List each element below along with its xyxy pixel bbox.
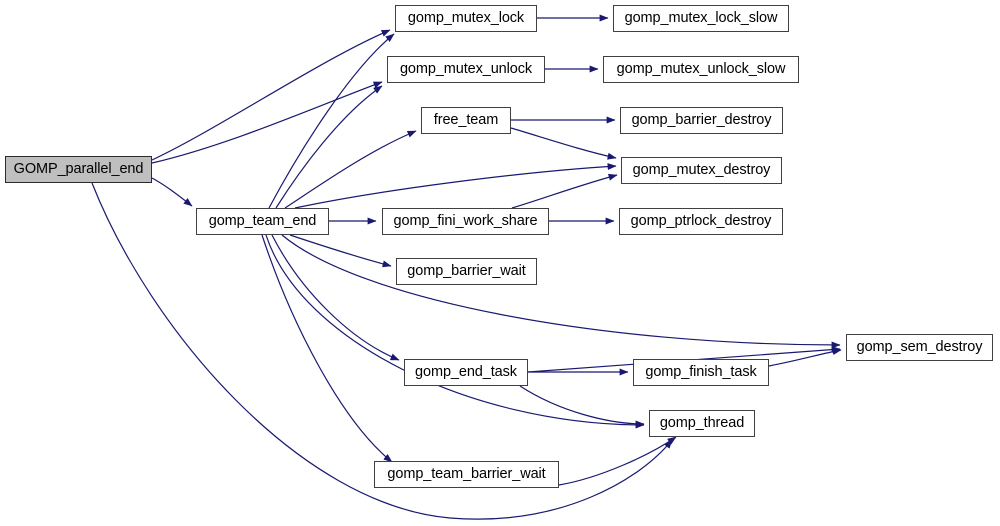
graph-node-label: gomp_ptrlock_destroy (630, 213, 772, 230)
graph-node-gomp_fini_work_share[interactable]: gomp_fini_work_share (382, 208, 549, 235)
graph-edge-gomp_team_end-to-free_team (284, 130, 417, 209)
graph-node-gomp_parallel_end[interactable]: GOMP_parallel_end (5, 156, 152, 183)
graph-node-gomp_thread[interactable]: gomp_thread (649, 410, 755, 437)
graph-node-label: gomp_mutex_lock (407, 10, 525, 27)
graph-edge-gomp_team_end-to-gomp_mutex_destroy (294, 163, 617, 209)
graph-edge-gomp_team_end-to-gomp_mutex_unlock (275, 85, 383, 209)
graph-edge-gomp_parallel_end-to-gomp_mutex_lock (151, 29, 391, 161)
graph-edge-gomp_team_end-to-gomp_mutex_lock (268, 33, 395, 209)
graph-node-free_team[interactable]: free_team (421, 107, 511, 134)
graph-node-gomp_mutex_unlock_slow[interactable]: gomp_mutex_unlock_slow (603, 56, 799, 83)
graph-node-gomp_barrier_destroy[interactable]: gomp_barrier_destroy (620, 107, 783, 134)
graph-node-label: gomp_mutex_destroy (632, 162, 771, 179)
graph-node-label: gomp_mutex_lock_slow (624, 10, 778, 27)
graph-node-gomp_team_end[interactable]: gomp_team_end (196, 208, 329, 235)
graph-edge-gomp_team_barrier_wait-to-gomp_thread (558, 436, 677, 486)
graph-node-label: gomp_barrier_destroy (631, 112, 772, 129)
graph-edge-gomp_parallel_end-to-gomp_thread (91, 182, 673, 520)
graph-node-gomp_finish_task[interactable]: gomp_finish_task (633, 359, 769, 386)
graph-node-label: free_team (433, 112, 499, 129)
graph-edge-gomp_team_end-to-gomp_sem_destroy (281, 234, 841, 349)
graph-edge-gomp_team_end-to-gomp_end_task (271, 234, 400, 361)
graph-edge-gomp_fini_work_share-to-gomp_mutex_destroy (511, 173, 618, 209)
graph-node-label: gomp_finish_task (645, 364, 757, 381)
graph-node-label: gomp_thread (659, 415, 745, 432)
graph-edge-free_team-to-gomp_mutex_destroy (510, 127, 617, 160)
graph-edge-gomp_end_task-to-gomp_thread (519, 385, 645, 428)
graph-edge-gomp_parallel_end-to-gomp_mutex_unlock (151, 81, 383, 164)
graph-edge-gomp_team_end-to-gomp_thread (265, 234, 645, 429)
graph-node-label: gomp_mutex_unlock (399, 61, 533, 78)
graph-node-label: gomp_team_end (208, 213, 317, 230)
graph-node-label: gomp_mutex_unlock_slow (616, 61, 786, 78)
graph-node-gomp_ptrlock_destroy[interactable]: gomp_ptrlock_destroy (619, 208, 783, 235)
graph-node-label: gomp_barrier_wait (407, 263, 526, 280)
graph-edges (91, 14, 842, 520)
graph-node-label: GOMP_parallel_end (13, 161, 144, 178)
graph-node-label: gomp_sem_destroy (856, 339, 983, 356)
graph-node-gomp_mutex_lock_slow[interactable]: gomp_mutex_lock_slow (613, 5, 789, 32)
graph-node-label: gomp_team_barrier_wait (387, 466, 546, 483)
graph-node-gomp_team_barrier_wait[interactable]: gomp_team_barrier_wait (374, 461, 559, 488)
graph-node-gomp_mutex_lock[interactable]: gomp_mutex_lock (395, 5, 537, 32)
graph-node-gomp_end_task[interactable]: gomp_end_task (404, 359, 528, 386)
graph-node-gomp_mutex_unlock[interactable]: gomp_mutex_unlock (387, 56, 545, 83)
graph-node-gomp_sem_destroy[interactable]: gomp_sem_destroy (846, 334, 993, 361)
graph-edge-gomp_finish_task-to-gomp_sem_destroy (768, 348, 842, 367)
graph-node-label: gomp_fini_work_share (393, 213, 538, 230)
graph-edge-gomp_parallel_end-to-gomp_team_end (151, 177, 193, 207)
graph-node-gomp_barrier_wait[interactable]: gomp_barrier_wait (396, 258, 537, 285)
graph-edge-gomp_team_end-to-gomp_barrier_wait (289, 234, 392, 268)
graph-node-gomp_mutex_destroy[interactable]: gomp_mutex_destroy (621, 157, 782, 184)
graph-node-label: gomp_end_task (415, 364, 517, 381)
graph-edge-gomp_team_end-to-gomp_team_barrier_wait (261, 234, 393, 463)
